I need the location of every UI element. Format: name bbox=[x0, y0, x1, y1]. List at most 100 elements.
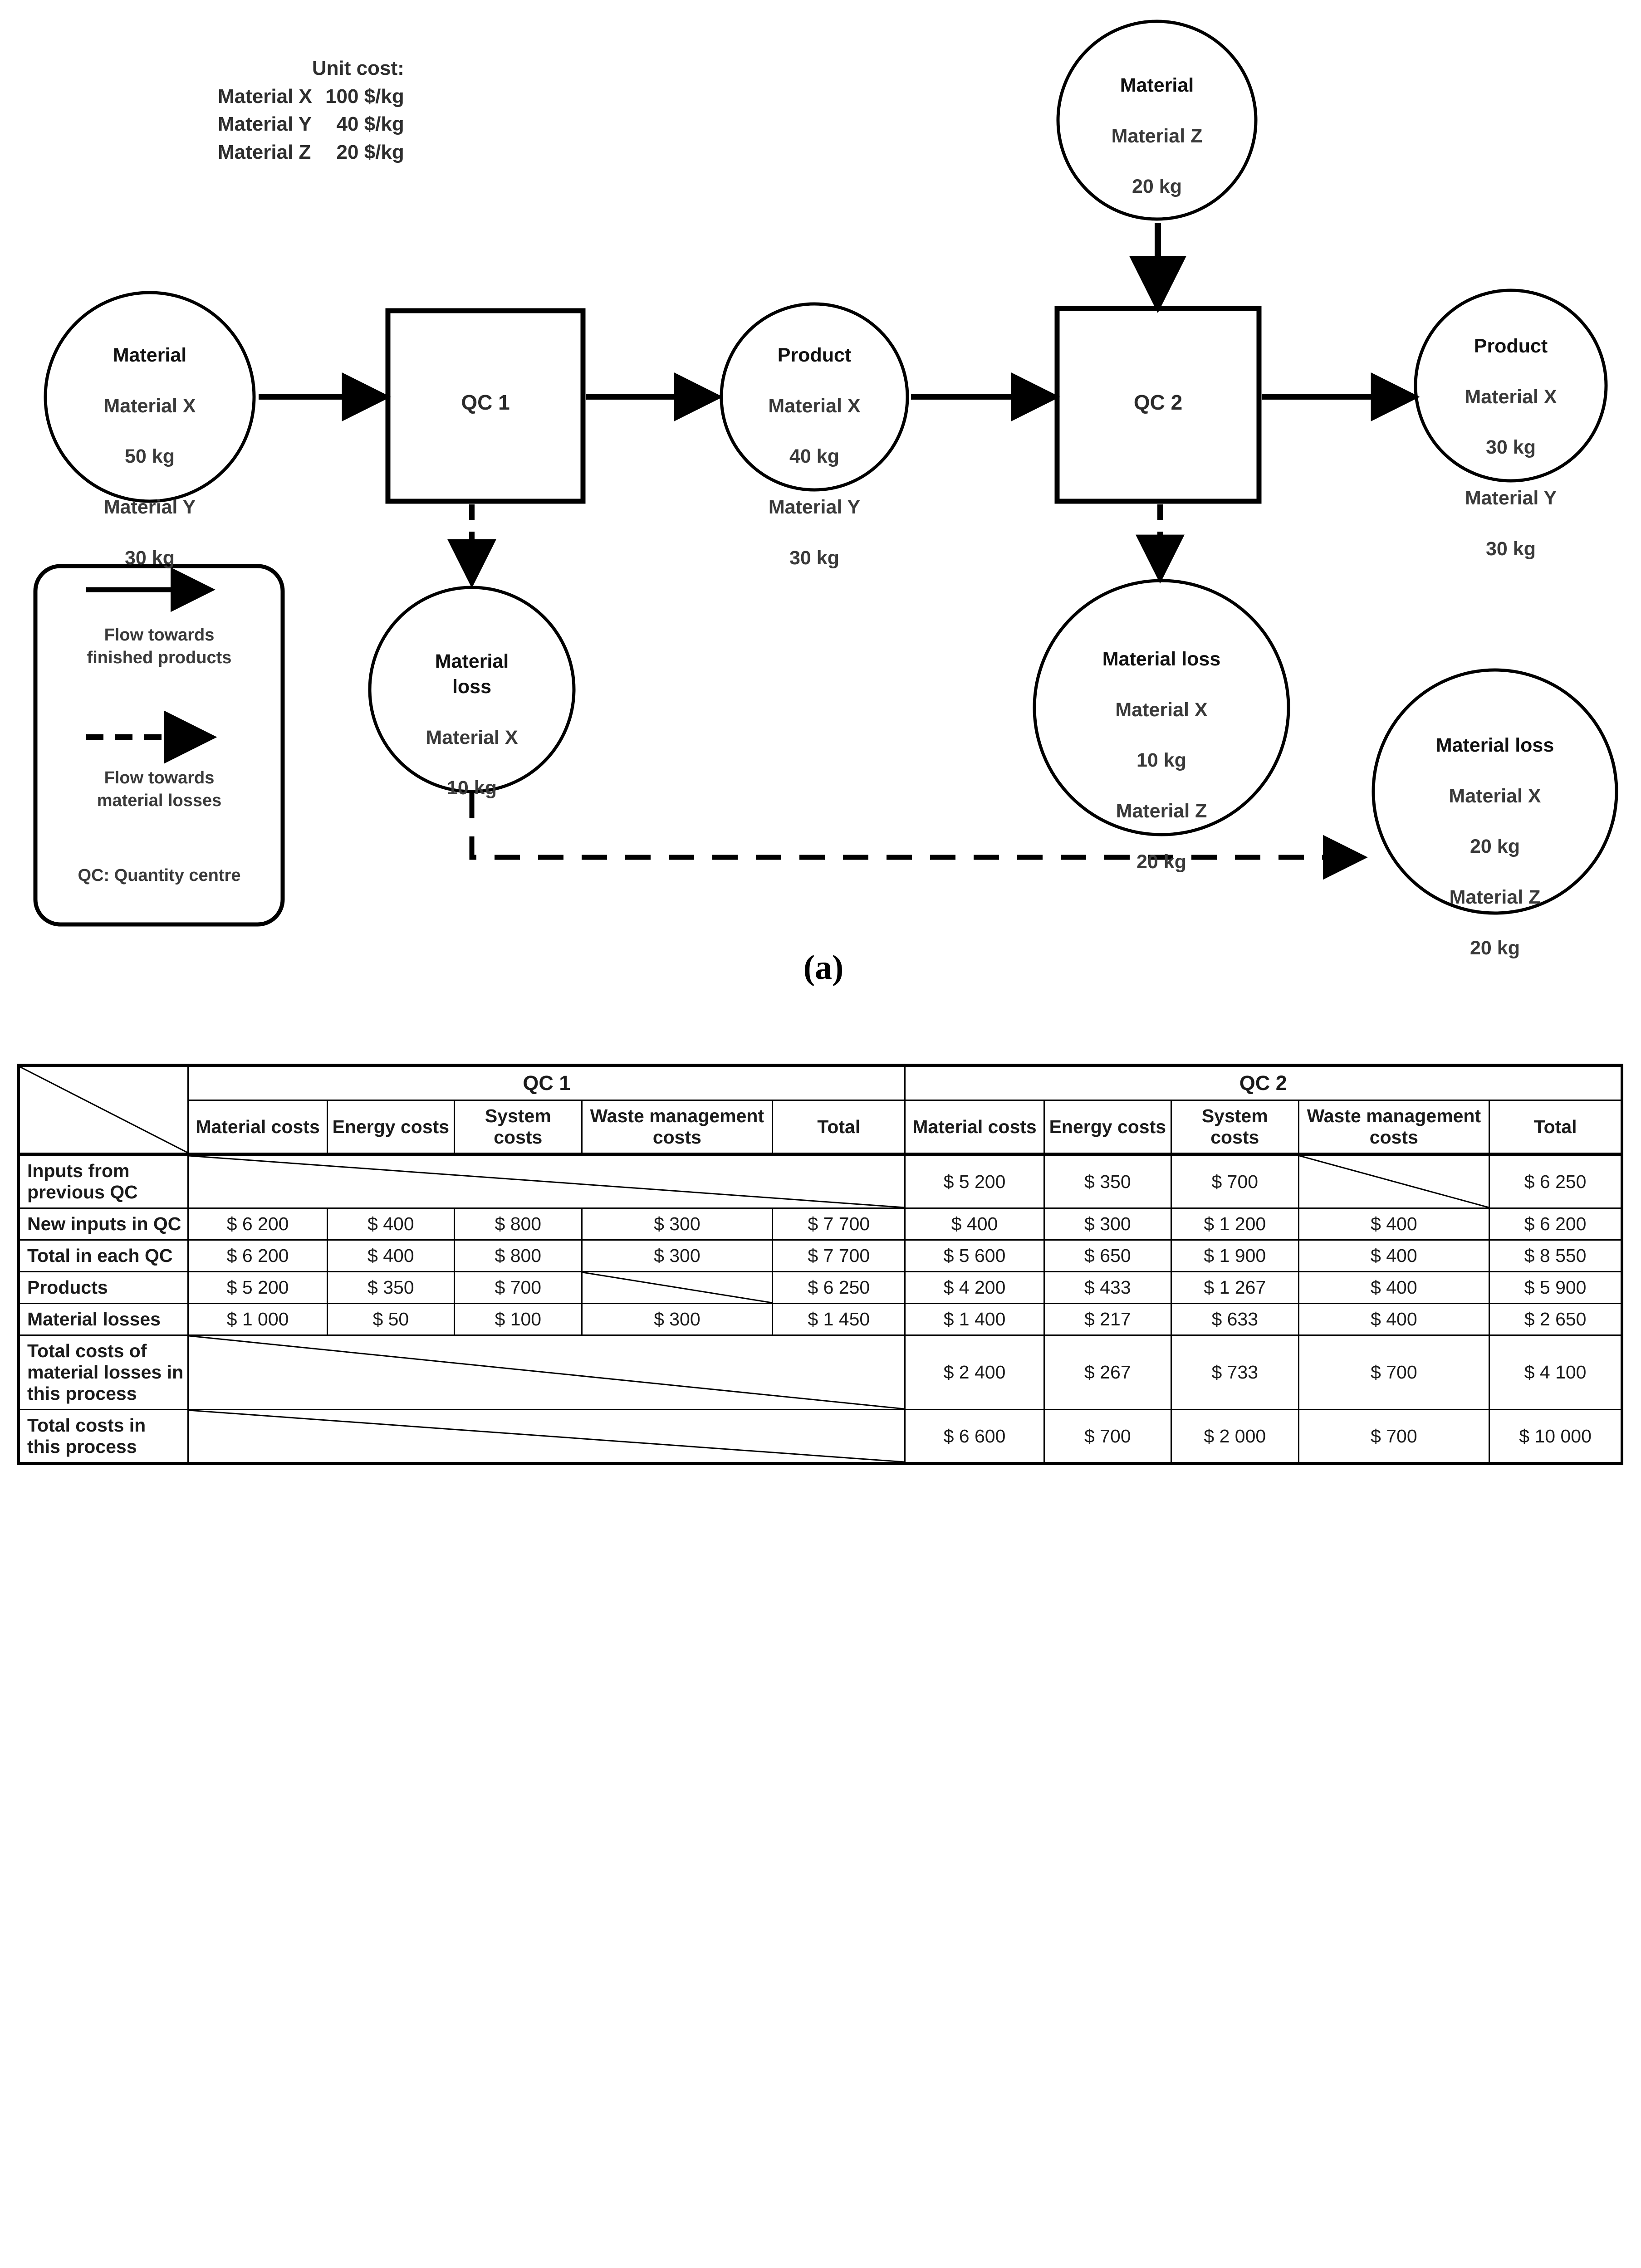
cell-qc2-0: $ 5 600 bbox=[904, 1239, 1045, 1272]
cell-qc2-2: $ 1 200 bbox=[1171, 1207, 1299, 1241]
cell-qc1-4: $ 7 700 bbox=[772, 1207, 906, 1241]
cell-qc2-3: $ 700 bbox=[1298, 1334, 1490, 1410]
cell-qc2-2: $ 2 000 bbox=[1171, 1409, 1299, 1465]
corner-diagonal-icon bbox=[20, 1067, 187, 1153]
cell-qc2-1: $ 300 bbox=[1043, 1207, 1172, 1241]
row-strike-diagonal-icon bbox=[189, 1336, 904, 1409]
group-header-qc1: QC 1 bbox=[187, 1064, 906, 1101]
cell-qc1-0: $ 5 200 bbox=[187, 1271, 328, 1304]
cell-qc2-2: $ 1 267 bbox=[1171, 1271, 1299, 1304]
qc1-box bbox=[385, 308, 586, 504]
cost-table-wrapper: QC 1 QC 2 Material costs Energy costs Sy… bbox=[17, 1064, 1624, 1465]
cell-qc2-4: $ 2 650 bbox=[1489, 1303, 1624, 1336]
row-label: New inputs in QC bbox=[17, 1207, 189, 1241]
product-final-circle bbox=[1414, 288, 1608, 483]
col-header-qc1-energy: Energy costs bbox=[326, 1100, 456, 1155]
unit-cost-value-1: 40 $/kg bbox=[336, 113, 404, 136]
cell-qc2-0: $ 1 400 bbox=[904, 1303, 1045, 1336]
group-header-qc2: QC 2 bbox=[904, 1064, 1624, 1101]
cell-qc2-1: $ 433 bbox=[1043, 1271, 1172, 1304]
row-label: Products bbox=[17, 1271, 189, 1304]
col-header-qc2-total: Total bbox=[1489, 1100, 1624, 1155]
legend-dashed-label: Flow towards material losses bbox=[97, 768, 222, 811]
figure-root: Unit cost: Material X 100 $/kg Material … bbox=[17, 20, 1624, 1465]
cell-qc2-4: $ 5 900 bbox=[1489, 1271, 1624, 1304]
column-header-row: Material costs Energy costs System costs… bbox=[19, 1100, 1624, 1155]
table-row: Inputs from previous QC$ 5 200$ 350$ 700… bbox=[17, 1153, 1624, 1209]
cell-qc1-2: $ 800 bbox=[454, 1239, 583, 1272]
cell-qc1-0: $ 1 000 bbox=[187, 1303, 328, 1336]
cell-qc2-2: $ 700 bbox=[1171, 1153, 1299, 1209]
cell-qc1-4: $ 7 700 bbox=[772, 1239, 906, 1272]
arrow-loss-chain-to-total bbox=[469, 793, 1368, 880]
unit-cost-material-0: Material X bbox=[218, 85, 312, 108]
input-material-circle bbox=[44, 291, 256, 503]
legend-abbreviation: QC: Quantity centre bbox=[78, 866, 241, 885]
qc2-label: QC 2 bbox=[1133, 391, 1183, 414]
cell-qc2-1: $ 267 bbox=[1043, 1334, 1172, 1410]
cell-qc2-4: $ 6 200 bbox=[1489, 1207, 1624, 1241]
qc2-box bbox=[1054, 306, 1262, 504]
table-row: Material losses$ 1 000$ 50$ 100$ 300$ 1 … bbox=[17, 1303, 1624, 1336]
unit-cost-material-1: Material Y bbox=[218, 113, 312, 136]
cell-qc2-3: $ 400 bbox=[1298, 1303, 1490, 1336]
cell-qc2-1: $ 650 bbox=[1043, 1239, 1172, 1272]
row-strike-diagonal-icon bbox=[189, 1410, 904, 1462]
cell-qc2-3 bbox=[1298, 1153, 1490, 1209]
table-row: Total costs of material losses in this p… bbox=[17, 1334, 1624, 1410]
row-label: Material losses bbox=[17, 1303, 189, 1336]
table-row: Total costs in this process$ 6 600$ 700$… bbox=[17, 1409, 1624, 1465]
unit-cost-row: Material Z 20 $/kg bbox=[218, 138, 404, 166]
col-header-qc2-system: System costs bbox=[1171, 1100, 1299, 1155]
col-header-qc1-total: Total bbox=[772, 1100, 906, 1155]
cell-qc1-2: $ 700 bbox=[454, 1271, 583, 1304]
diagram-canvas bbox=[33, 20, 1618, 927]
cell-qc2-3: $ 400 bbox=[1298, 1239, 1490, 1272]
loss-qc1-circle bbox=[368, 586, 576, 793]
cell-qc2-3: $ 400 bbox=[1298, 1207, 1490, 1241]
unit-cost-header-spacer bbox=[218, 54, 312, 83]
cell-qc1-2: $ 800 bbox=[454, 1207, 583, 1241]
unit-cost-block: Unit cost: Material X 100 $/kg Material … bbox=[218, 54, 404, 166]
col-header-qc2-waste: Waste management costs bbox=[1298, 1100, 1490, 1155]
cell-qc1-1: $ 400 bbox=[326, 1207, 456, 1241]
unit-cost-header: Unit cost: bbox=[312, 57, 404, 79]
row-label: Total in each QC bbox=[17, 1239, 189, 1272]
table-row: Total in each QC$ 6 200$ 400$ 800$ 300$ … bbox=[17, 1239, 1624, 1272]
qc1-empty-span bbox=[187, 1153, 906, 1209]
unit-cost-table: Unit cost: Material X 100 $/kg Material … bbox=[218, 54, 404, 166]
product-mid-circle bbox=[720, 302, 909, 492]
table-body: Inputs from previous QC$ 5 200$ 350$ 700… bbox=[17, 1153, 1624, 1465]
col-header-qc2-energy: Energy costs bbox=[1043, 1100, 1172, 1155]
col-header-qc1-material: Material costs bbox=[187, 1100, 328, 1155]
cell-qc2-0: $ 5 200 bbox=[904, 1153, 1045, 1209]
cell-qc2-1: $ 350 bbox=[1043, 1153, 1172, 1209]
qc1-empty-span bbox=[187, 1409, 906, 1465]
unit-cost-value-0: 100 $/kg bbox=[325, 85, 404, 108]
row-label: Total costs of material losses in this p… bbox=[17, 1334, 189, 1410]
cell-qc1-4: $ 1 450 bbox=[772, 1303, 906, 1336]
cell-qc2-4: $ 4 100 bbox=[1489, 1334, 1624, 1410]
cell-diagonal-icon bbox=[583, 1272, 772, 1303]
cell-qc1-3: $ 300 bbox=[581, 1303, 774, 1336]
cell-qc2-0: $ 4 200 bbox=[904, 1271, 1045, 1304]
col-header-qc1-waste: Waste management costs bbox=[581, 1100, 774, 1155]
row-label: Total costs in this process bbox=[17, 1409, 189, 1465]
panel-a-label: (a) bbox=[803, 948, 844, 987]
unit-cost-header-row: Unit cost: bbox=[218, 54, 404, 83]
cell-qc2-0: $ 400 bbox=[904, 1207, 1045, 1241]
group-header-row: QC 1 QC 2 bbox=[17, 1064, 1624, 1155]
unit-cost-value-2: 20 $/kg bbox=[336, 141, 404, 163]
legend-box bbox=[33, 564, 285, 927]
cell-qc1-3: $ 300 bbox=[581, 1207, 774, 1241]
row-strike-diagonal-icon bbox=[189, 1156, 904, 1207]
cell-qc2-2: $ 633 bbox=[1171, 1303, 1299, 1336]
corner-cell bbox=[17, 1064, 189, 1155]
cell-diagonal-icon bbox=[1299, 1156, 1489, 1207]
cell-qc2-2: $ 733 bbox=[1171, 1334, 1299, 1410]
cell-qc1-4: $ 6 250 bbox=[772, 1271, 906, 1304]
cell-qc1-3 bbox=[581, 1271, 774, 1304]
cell-qc2-3: $ 700 bbox=[1298, 1409, 1490, 1465]
cell-qc1-0: $ 6 200 bbox=[187, 1239, 328, 1272]
cell-qc1-1: $ 400 bbox=[326, 1239, 456, 1272]
